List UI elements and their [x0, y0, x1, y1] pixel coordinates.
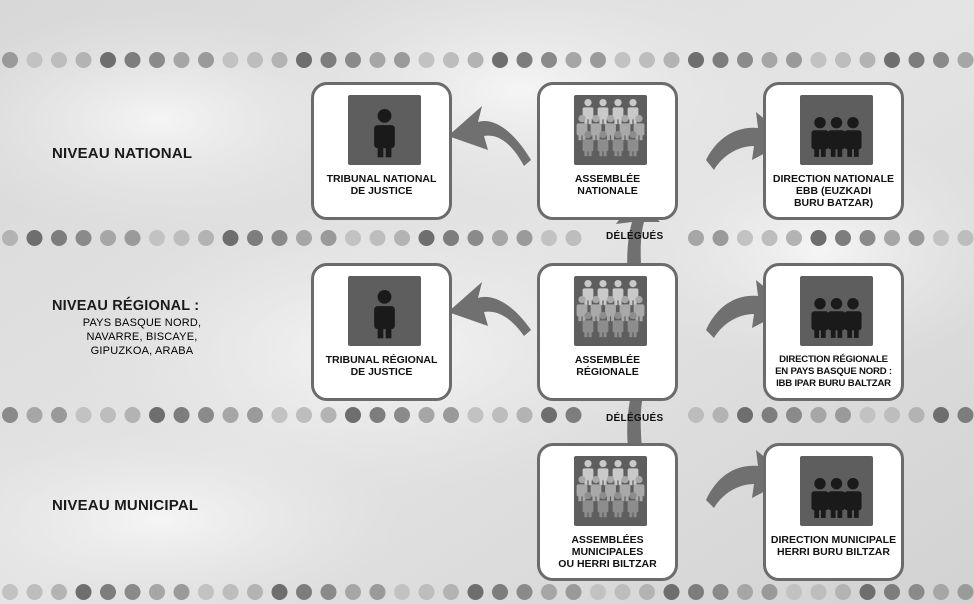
crowd-icon: [574, 276, 647, 346]
card-direction-nationale: DIRECTION NATIONALE EBB (EUZKADI BURU BA…: [763, 82, 904, 220]
level-label-municipal: NIVEAU MUNICIPAL: [52, 497, 199, 514]
group-icon: [800, 95, 873, 165]
arrow-to-tribunal-regional-icon: [448, 282, 531, 336]
level-label-national: NIVEAU NATIONAL: [52, 145, 193, 162]
level-sublabel-regional: PAYS BASQUE NORD, NAVARRE, BISCAYE, GIPU…: [82, 317, 202, 357]
card-caption: DIRECTION NATIONALE EBB (EUZKADI BURU BA…: [772, 173, 895, 209]
person-icon: [348, 95, 421, 165]
card-caption: ASSEMBLÉES MUNICIPALES OU HERRI BILTZAR: [558, 534, 657, 570]
level-label-regional: NIVEAU RÉGIONAL :: [52, 298, 200, 314]
card-assemblees-municipales: ASSEMBLÉES MUNICIPALES OU HERRI BILTZAR: [537, 443, 678, 581]
level-regional: NIVEAU RÉGIONAL : PAYS BASQUE NORD, NAVA…: [52, 298, 242, 358]
card-assemblee-regionale: ASSEMBLÉE RÉGIONALE: [537, 263, 678, 401]
crowd-icon: [574, 456, 647, 526]
card-direction-municipale: DIRECTION MUNICIPALE HERRI BURU BILTZAR: [763, 443, 904, 581]
card-caption: ASSEMBLÉE RÉGIONALE: [574, 354, 641, 378]
person-icon: [348, 276, 421, 346]
group-icon: [800, 456, 873, 526]
card-caption: DIRECTION RÉGIONALE EN PAYS BASQUE NORD …: [775, 354, 892, 389]
group-icon: [800, 276, 873, 346]
delegates-label-lower: DÉLÉGUÉS: [606, 413, 664, 424]
card-direction-regionale: DIRECTION RÉGIONALE EN PAYS BASQUE NORD …: [763, 263, 904, 401]
card-caption: ASSEMBLÉE NATIONALE: [574, 173, 641, 197]
card-caption: TRIBUNAL NATIONAL DE JUSTICE: [326, 173, 437, 197]
card-caption: TRIBUNAL RÉGIONAL DE JUSTICE: [325, 354, 438, 378]
card-tribunal-national: TRIBUNAL NATIONAL DE JUSTICE: [311, 82, 452, 220]
delegates-label-upper: DÉLÉGUÉS: [606, 231, 664, 242]
card-caption: DIRECTION MUNICIPALE HERRI BURU BILTZAR: [770, 534, 897, 558]
dotted-separators: [2, 52, 974, 600]
card-assemblee-nationale: ASSEMBLÉE NATIONALE: [537, 82, 678, 220]
crowd-icon: [574, 95, 647, 165]
card-tribunal-regional: TRIBUNAL RÉGIONAL DE JUSTICE: [311, 263, 452, 401]
arrow-to-tribunal-national-icon: [448, 106, 531, 166]
